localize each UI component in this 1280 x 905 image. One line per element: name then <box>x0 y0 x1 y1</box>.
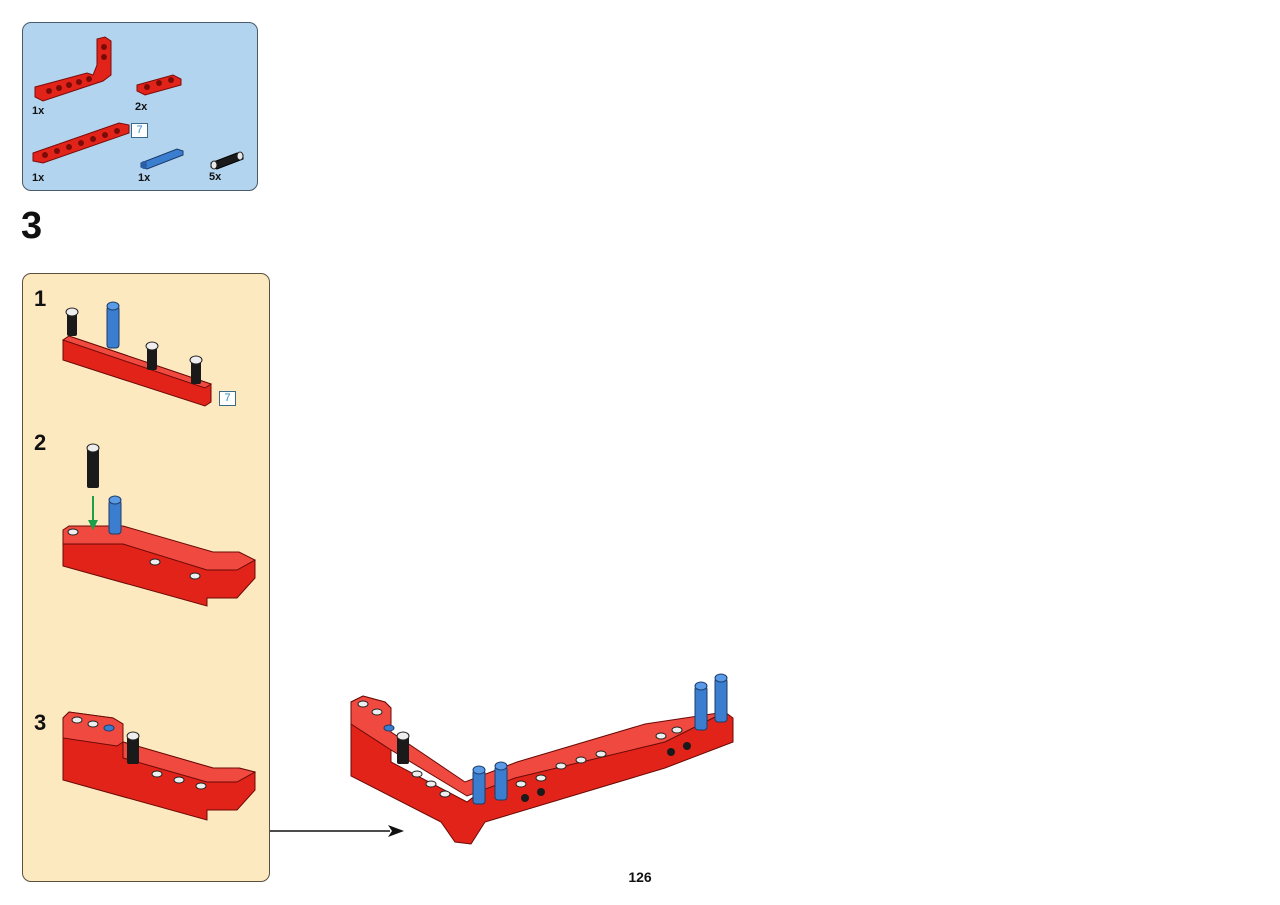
qty-short-beam: 2x <box>135 101 148 113</box>
black-pin-icon <box>210 151 244 170</box>
qty-long-beam: 1x <box>32 172 45 184</box>
sub-step-1-length-tag: 7 <box>219 391 236 406</box>
parts-list: 1x 2x 7 1x 1x 5x <box>22 22 258 191</box>
qty-black-pin: 5x <box>209 171 222 183</box>
sub-step-number-3: 3 <box>34 710 47 735</box>
sub-step-3-assembly <box>62 711 257 821</box>
qty-l-beam: 1x <box>32 105 45 117</box>
sub-step-number-2: 2 <box>34 430 47 455</box>
long-beam-icon <box>32 122 130 164</box>
qty-blue-pin: 1x <box>138 172 151 184</box>
short-beam-icon <box>136 74 182 96</box>
sub-step-2-assembly <box>62 443 257 607</box>
page-number: 126 <box>628 869 652 885</box>
length-tag-7: 7 <box>131 123 148 138</box>
sub-step-panel: 1 7 2 3 <box>22 273 270 882</box>
step-number: 3 <box>21 205 43 247</box>
blue-axle-pin-icon <box>140 148 184 170</box>
sub-step-1-assembly <box>61 301 213 407</box>
sub-step-number-1: 1 <box>34 286 47 311</box>
callout-arrow-icon <box>270 825 404 837</box>
l-beam-icon <box>34 36 112 102</box>
main-assembly <box>350 673 734 845</box>
